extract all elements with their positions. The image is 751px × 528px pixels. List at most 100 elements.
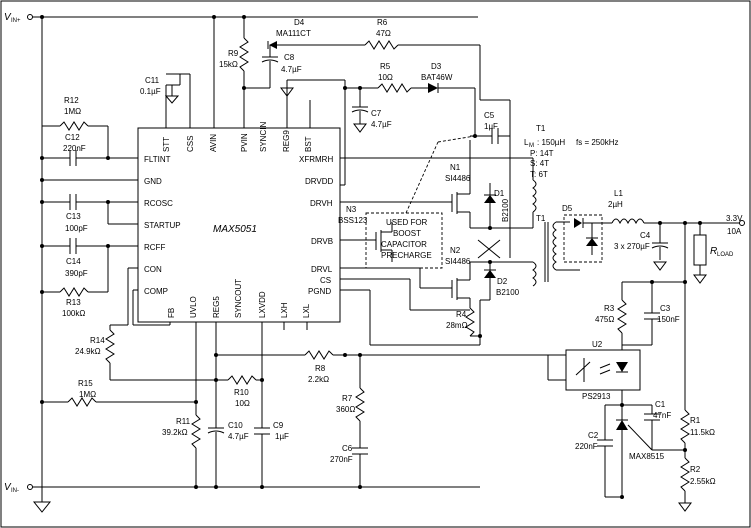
r1-value: 11.5kΩ <box>690 428 715 437</box>
power-stage <box>340 45 533 345</box>
r14-value: 24.9kΩ <box>75 347 101 356</box>
c11-label: C11 <box>145 76 160 85</box>
c2-value: 220nF <box>575 442 598 451</box>
r15-label: R15 <box>78 379 93 388</box>
c6-value: 270nF <box>330 455 353 464</box>
c7-label: C7 <box>371 109 382 118</box>
c3-label: C3 <box>660 304 671 313</box>
vin-neg-sub: IN- <box>11 488 19 494</box>
out-voltage: 3.3V <box>726 214 743 223</box>
r6-value: 47Ω <box>376 29 391 38</box>
r7-label: R7 <box>342 394 353 403</box>
c4-label: C4 <box>640 231 651 240</box>
r14-label: R14 <box>90 336 105 345</box>
pin-css: CSS <box>186 136 195 152</box>
vin-neg-terminal <box>27 484 33 490</box>
t1-lm-value: : 150µH <box>537 138 565 147</box>
r6-resistor <box>364 40 399 50</box>
r2-label: R2 <box>690 465 701 474</box>
d2-diode <box>484 270 496 278</box>
pin-lxh: LXH <box>280 302 289 318</box>
vin-pos-sub: IN+ <box>11 18 21 24</box>
r10-label: R10 <box>234 388 249 397</box>
d5-box <box>563 214 603 263</box>
ic-name: MAX5051 <box>213 224 257 235</box>
note-line-3: CAPACITOR <box>381 240 427 249</box>
max8515-shunt <box>616 420 628 430</box>
pin-avin: AVIN <box>209 134 218 152</box>
vin-negative-rail: V IN- <box>4 482 480 513</box>
r11-resistor <box>191 414 201 449</box>
r12-value: 1MΩ <box>64 107 81 116</box>
r12-resistor <box>59 121 89 131</box>
c14-label: C14 <box>66 257 81 266</box>
r12-label: R12 <box>64 96 79 105</box>
l1-value: 2µH <box>608 200 623 209</box>
r3-resistor <box>617 299 627 334</box>
pin-drvb: DRVB <box>311 237 333 246</box>
d3-value: BAT46W <box>421 73 453 82</box>
r11-label: R11 <box>176 417 191 426</box>
part-labels: D4 MA111CT R6 47Ω R9 15kΩ C8 4.7µF R5 10… <box>62 18 743 486</box>
u2-label: U2 <box>592 340 603 349</box>
r5-label: R5 <box>380 62 391 71</box>
r11-value: 39.2kΩ <box>162 428 188 437</box>
t1-primary-bottom <box>532 261 537 287</box>
c2-label: C2 <box>588 431 599 440</box>
c13-label: C13 <box>66 212 81 221</box>
r14-resistor <box>105 329 115 364</box>
c9-value: 1µF <box>275 432 289 441</box>
d1-diode <box>484 195 496 203</box>
l1-inductor <box>611 218 645 225</box>
c12-value: 220nF <box>63 144 86 153</box>
r9-resistor <box>239 37 249 72</box>
vin-neg-label: V <box>4 482 12 493</box>
pin-gnd: GND <box>144 177 162 186</box>
d5-label: D5 <box>562 204 573 213</box>
r13-resistor <box>59 287 89 297</box>
pin-lxl: LXL <box>302 303 311 318</box>
top-wiring <box>40 15 480 487</box>
r3-value: 475Ω <box>595 315 614 324</box>
transformer-output <box>532 158 745 512</box>
r9-label: R9 <box>228 49 239 58</box>
vin-positive-rail: V IN+ <box>4 12 478 24</box>
r13-label: R13 <box>66 298 81 307</box>
pin-fb: FB <box>167 308 176 318</box>
r4-value: 28mΩ <box>446 321 468 330</box>
n2-value: SI4486 <box>445 257 471 266</box>
t1-secondary <box>552 221 557 271</box>
out-terminal <box>739 220 745 226</box>
bottom-network <box>191 289 566 489</box>
t1-t: T: 6T <box>530 170 548 179</box>
pin-drvh: DRVH <box>310 199 333 208</box>
c9-label: C9 <box>273 421 284 430</box>
pin-pgnd: PGND <box>308 287 331 296</box>
pin-syncin: SYNCIN <box>259 122 268 152</box>
c4-value: 3 x 270µF <box>614 242 650 251</box>
r10-resistor <box>227 375 257 385</box>
r8-label: R8 <box>315 364 326 373</box>
r5-value: 10Ω <box>378 73 393 82</box>
c10-label: C10 <box>228 421 243 430</box>
out-current: 10A <box>727 227 742 236</box>
c5-value: 1µF <box>484 122 498 131</box>
rload-label: R <box>710 246 717 257</box>
note-line-2: BOOST <box>393 229 421 238</box>
r3-label: R3 <box>604 304 615 313</box>
pin-comp: COMP <box>144 287 168 296</box>
u2-optocoupler <box>565 349 641 391</box>
t1-s: S: 4T <box>530 159 549 168</box>
r15-value: 1MΩ <box>79 390 96 399</box>
r8-resistor <box>304 350 334 360</box>
rload-sub: LOAD <box>717 252 734 258</box>
pin-rcff: RCFF <box>144 243 165 252</box>
pin-con: CON <box>144 265 162 274</box>
r4-label: R4 <box>456 310 467 319</box>
note-line-4: PRECHARGE <box>381 251 432 260</box>
c7-value: 4.7µF <box>371 120 392 129</box>
fs-label: fs = 250kHz <box>576 138 618 147</box>
pin-fltint: FLTINT <box>144 155 171 164</box>
pin-reg5: REG5 <box>212 296 221 318</box>
